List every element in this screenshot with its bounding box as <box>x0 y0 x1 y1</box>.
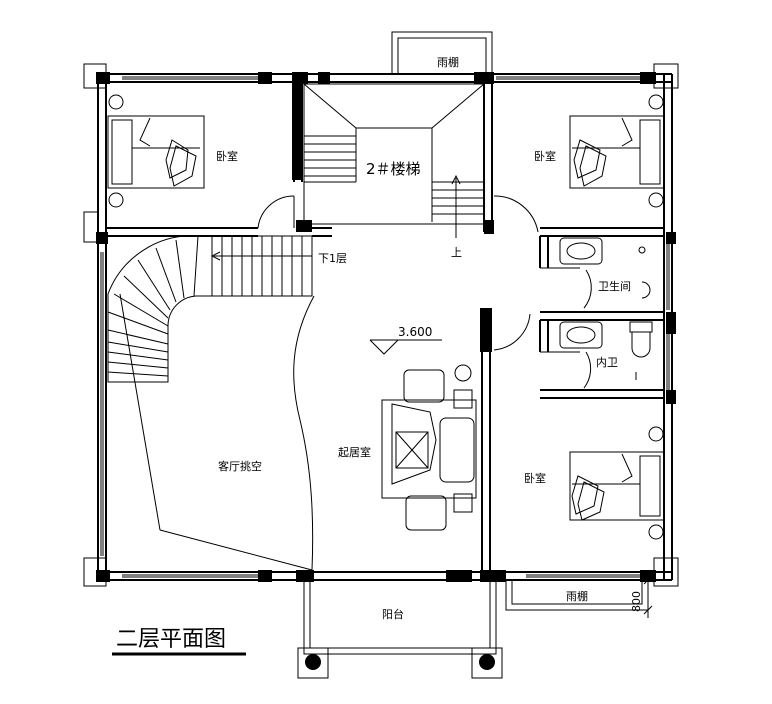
label-bedroom-bottom-right: 卧室 <box>524 471 546 485</box>
elevation-marker <box>369 339 442 355</box>
outer-walls <box>83 63 679 587</box>
drawing-title: 二层平面图 <box>116 627 226 652</box>
label-stair-up: 上 <box>451 246 462 259</box>
label-inner-bath: 内卫 <box>596 355 618 369</box>
bathroom-fixtures <box>559 237 653 380</box>
stair-2-treads <box>303 83 485 238</box>
label-canopy-top: 雨棚 <box>437 55 459 69</box>
canopy-right-structure <box>505 575 653 618</box>
balcony-structure <box>297 579 503 679</box>
label-family-room: 起居室 <box>338 445 371 459</box>
dimension-value: 800 <box>630 591 643 612</box>
label-balcony: 阳台 <box>382 607 404 621</box>
label-canopy-right: 雨棚 <box>566 589 588 603</box>
bed-bottom-right <box>569 426 665 540</box>
label-living-void: 客厅挑空 <box>218 459 262 473</box>
spiral-stair <box>107 235 315 571</box>
label-stair-2: 2＃楼梯 <box>366 160 421 178</box>
label-bedroom-top-right: 卧室 <box>534 149 556 163</box>
canopy-top-structure <box>391 31 493 75</box>
interior-walls <box>106 84 664 570</box>
bed-top-left <box>107 94 205 208</box>
label-bathroom: 卫生间 <box>598 279 631 293</box>
bed-top-right <box>569 94 665 208</box>
door-swings <box>257 195 592 389</box>
label-stair-down: 下1层 <box>318 252 347 265</box>
sofa-set <box>381 364 477 531</box>
elevation-value: 3.600 <box>398 325 432 339</box>
label-bedroom-top-left: 卧室 <box>216 149 238 163</box>
